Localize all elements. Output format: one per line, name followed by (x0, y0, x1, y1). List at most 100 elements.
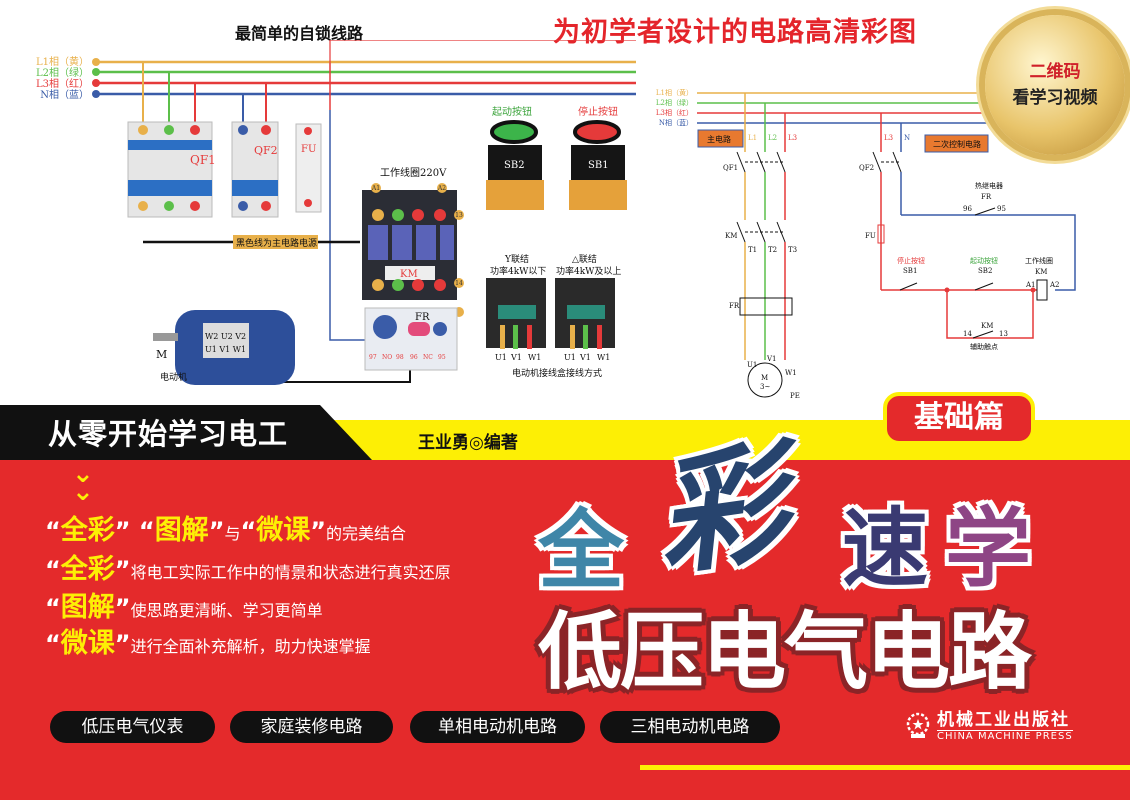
line-label: L2 (768, 134, 777, 142)
terminal-label: W1 (597, 353, 610, 362)
aux-14: 14 (963, 330, 972, 338)
phase-label-n: N相（蓝） (659, 118, 693, 127)
line-label: L1 (748, 134, 757, 142)
start-button-label: 起动按钮 (970, 256, 998, 265)
series-title: 从零开始学习电工 (48, 417, 289, 451)
fr-label-ctrl: FR (981, 193, 992, 201)
terminal-label: W1 (528, 353, 541, 362)
star-note: 功率4kW以下 (490, 265, 546, 277)
thermal-relay-label: 热继电器 (975, 181, 1003, 190)
motor-photo: W2 U2 V2 U1 V1 W1 M 电动机 (153, 310, 295, 385)
publisher: 机械工业出版社 CHINA MACHINE PRESS (905, 710, 1073, 742)
fr-label: FR (415, 312, 430, 323)
fr-95: 95 (997, 205, 1006, 213)
motor-term: W1 (785, 369, 797, 377)
black-wire-note: 黑色线为主电路电源 (236, 237, 317, 249)
fr-terminal: 98 (396, 354, 404, 361)
t-label: T1 (748, 246, 757, 254)
chevron-down-icon: ⌄⌄ (72, 459, 94, 507)
schematic-diagram: L1相（黄） L2相（绿） L3相（红） N相（蓝） 主电路 二次控制电路 L1… (656, 88, 1076, 400)
terminal-label: V1 (579, 353, 591, 362)
fr-terminal: 95 (438, 354, 446, 361)
phase-label-l2: L2相（绿） (656, 98, 693, 107)
fu-label: FU (301, 144, 316, 155)
a2-tag: A2 (437, 185, 446, 192)
start-button-sb2: 起动按钮 SB2 (486, 105, 544, 210)
series-band (0, 405, 372, 460)
phase-label-l3: L3相（红） (656, 108, 693, 117)
topic-pill: 低压电气仪表 (50, 711, 215, 743)
feature-keyword: 图解 (60, 592, 115, 623)
cover-red-area (0, 460, 1130, 800)
a2-label: A2 (1049, 281, 1060, 289)
diagram-title: 最简单的自锁线路 (235, 24, 364, 43)
a1-tag: A1 (371, 185, 380, 192)
contactor-km: 工作线圈220V KM A1 A2 13 14 (362, 166, 464, 317)
t13-tag: 13 (455, 212, 463, 219)
feature-text: 与 (224, 524, 241, 543)
title-char-xue: 学 (945, 499, 1031, 599)
feature-keyword: 微课 (256, 515, 311, 546)
a1-label: A1 (1025, 281, 1036, 289)
aux-label: 辅助触点 (970, 342, 998, 351)
terminal-label: U1 (564, 353, 576, 362)
line-label: N (904, 134, 910, 142)
feature-line: “图解”使思路更清晰、学习更简单 (45, 592, 323, 623)
motor-symbol-m: M (761, 374, 768, 382)
sb2-label: SB2 (504, 160, 525, 171)
qf2-label: QF2 (254, 144, 278, 157)
star-title: Y联结 (504, 253, 529, 265)
qf1-label: QF1 (190, 153, 216, 167)
headline: 为初学者设计的电路高清彩图 (553, 17, 917, 48)
motor-term: U1 (747, 361, 757, 369)
km-label: KM (400, 269, 418, 280)
publisher-cn: 机械工业出版社 (937, 710, 1070, 730)
feature-text: 的完美结合 (326, 524, 407, 543)
thermal-relay-fr: FR 97 NO 98 96 NC 95 (364, 307, 458, 371)
qr-video-badge[interactable]: 二维码 看学习视频 (985, 15, 1125, 155)
t14-tag: 14 (455, 280, 463, 287)
feature-text: 进行全面补充解析，助力快速掌握 (130, 637, 371, 656)
sb1-label: SB1 (903, 267, 917, 275)
topic-pill: 家庭装修电路 (230, 711, 393, 743)
line-label: L3 (884, 134, 893, 142)
wiring-photo-diagram: L1相（黄） L2相（绿） L3相（红） N相（蓝） QF1 QF2 (36, 40, 636, 385)
stop-button-label: 停止按钮 (578, 105, 618, 118)
level-badge: 基础篇 (883, 392, 1035, 445)
qf1-label: QF1 (723, 164, 738, 172)
motor-symbol-sub: 3~ (760, 383, 770, 391)
feature-text: 将电工实际工作中的情景和状态进行真实还原 (130, 563, 451, 582)
box-caption: 电动机接线盒接线方式 (512, 367, 602, 379)
fr-terminal: 97 (369, 354, 377, 361)
aux-13: 13 (999, 330, 1008, 338)
motor-terms-top: W2 U2 V2 (205, 332, 246, 341)
motor-term: V1 (766, 355, 777, 363)
terminal-label: V1 (510, 353, 522, 362)
delta-title: △联结 (572, 253, 597, 265)
motor-terms-bottom: U1 V1 W1 (205, 345, 246, 354)
publisher-gear-logo-icon (906, 712, 930, 738)
feature-text: 使思路更清晰、学习更简单 (130, 601, 323, 620)
feature-line: “微课”进行全面补充解析，助力快速掌握 (45, 628, 371, 659)
bottom-stripe (640, 765, 1130, 770)
feature-keyword: 全彩 (60, 554, 115, 585)
book-subtitle: 低压电气电路 (538, 603, 1032, 701)
topic-pill: 三相电动机电路 (600, 711, 780, 743)
title-char-cai: 彩 (646, 424, 797, 595)
motor-letter: M (156, 348, 167, 361)
motor-label: 电动机 (160, 371, 187, 383)
title-char-su: 速 (842, 499, 928, 599)
fu-label: FU (865, 232, 876, 240)
phase-label-l1: L1相（黄） (656, 88, 693, 97)
feature-line: “全彩”将电工实际工作中的情景和状态进行真实还原 (45, 554, 451, 585)
topic-pill: 单相电动机电路 (410, 711, 585, 743)
badge-line2: 看学习视频 (1012, 88, 1098, 108)
feature-keyword: 微课 (60, 628, 115, 659)
aux-km-label: KM (981, 322, 993, 330)
phase-label-l1: L1相（黄） (36, 55, 89, 68)
breaker-qf1: QF1 (127, 121, 216, 218)
fuse-fu: FU (295, 123, 322, 213)
switch-symbols (736, 151, 1048, 398)
